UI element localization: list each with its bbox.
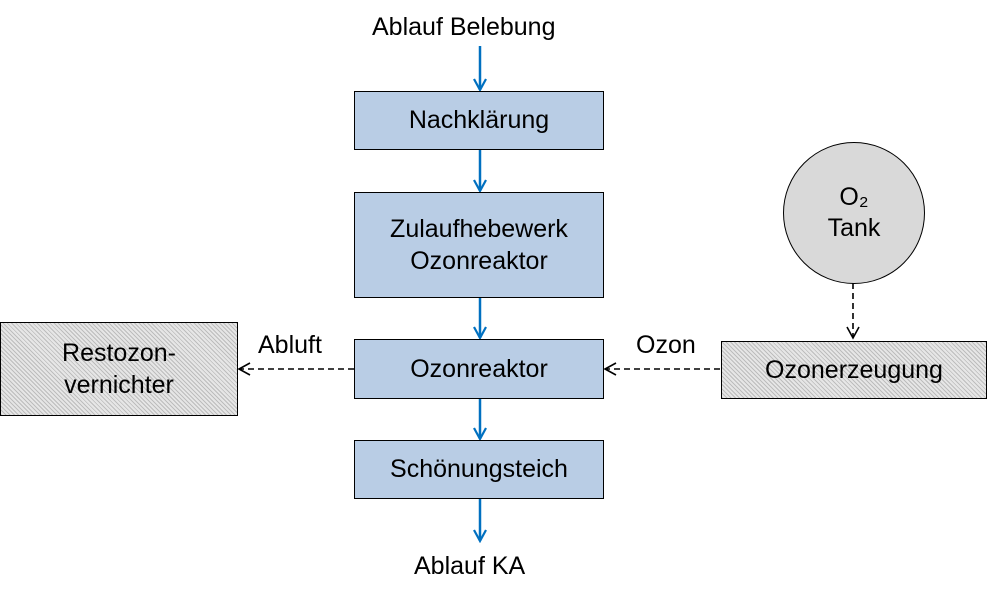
restozonvernichter-box: Restozon- vernichter — [0, 322, 238, 416]
restozonvernichter-label-line1: Restozon- — [62, 338, 176, 367]
oxygen-tank: O₂ Tank — [783, 142, 925, 284]
oxygen-tank-label-line2: Tank — [827, 214, 881, 242]
ozonreaktor-box: Ozonreaktor — [354, 339, 604, 399]
ozonerzeugung-box: Ozonerzeugung — [721, 341, 987, 399]
input-label: Ablauf Belebung — [372, 13, 556, 41]
oxygen-tank-label-line1: O₂ — [839, 182, 869, 211]
ozonerzeugung-label: Ozonerzeugung — [765, 355, 943, 384]
nachklaerung-label: Nachklärung — [408, 106, 550, 135]
nachklaerung-box: Nachklärung — [354, 91, 604, 150]
zulaufhebewerk-label-line1: Zulaufhebewerk — [390, 214, 568, 243]
schoenungsteich-label: Schönungsteich — [390, 455, 568, 484]
schoenungsteich-box: Schönungsteich — [354, 440, 604, 499]
zulaufhebewerk-box: Zulaufhebewerk Ozonreaktor — [354, 192, 604, 298]
abluft-label: Abluft — [258, 331, 322, 359]
ozonreaktor-label: Ozonreaktor — [410, 354, 548, 383]
restozonvernichter-label-line2: vernichter — [64, 371, 174, 399]
ozon-label: Ozon — [636, 331, 696, 359]
zulaufhebewerk-label-line2: Ozonreaktor — [410, 247, 548, 275]
output-label: Ablauf KA — [414, 552, 526, 580]
